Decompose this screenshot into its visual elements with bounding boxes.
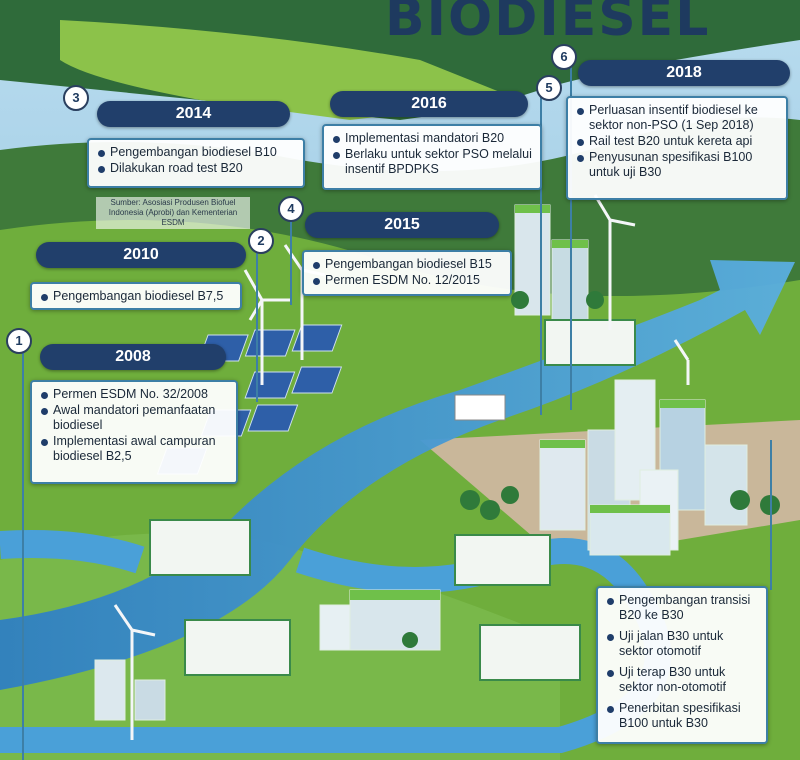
year-pill-2016: 2016 (330, 91, 528, 117)
leader-line (540, 95, 542, 415)
leader-line (256, 252, 258, 402)
milestone-marker-6: 6 (551, 44, 577, 70)
milestone-item: Awal mandatori pemanfaatan biodiesel (40, 403, 228, 433)
milestone-item: Implementasi awal campuran biodiesel B2,… (40, 434, 228, 464)
milestone-card-2018: Perluasan insentif biodiesel ke sektor n… (566, 96, 788, 200)
milestone-marker-2: 2 (248, 228, 274, 254)
milestone-item: Permen ESDM No. 12/2015 (312, 273, 502, 288)
milestone-card-2010: Pengembangan biodiesel B7,5 (30, 282, 242, 310)
milestone-card-2015: Pengembangan biodiesel B15 Permen ESDM N… (302, 250, 512, 296)
milestone-card-b30: Pengembangan transisi B20 ke B30 Uji jal… (596, 586, 768, 744)
year-pill-2008: 2008 (40, 344, 226, 370)
year-pill-2010: 2010 (36, 242, 246, 268)
milestone-item: Implementasi mandatori B20 (332, 131, 532, 146)
milestone-marker-1: 1 (6, 328, 32, 354)
milestone-item: Permen ESDM No. 32/2008 (40, 387, 228, 402)
leader-line (770, 440, 772, 590)
milestone-item: Pengembangan biodiesel B10 (97, 145, 295, 160)
milestone-item: Penyusunan spesifikasi B100 untuk uji B3… (576, 150, 778, 180)
milestone-item: Berlaku untuk sektor PSO melalui insenti… (332, 147, 532, 177)
milestone-item: Uji terap B30 untuk sektor non-otomotif (606, 665, 758, 695)
milestone-item: Perluasan insentif biodiesel ke sektor n… (576, 103, 778, 133)
milestone-card-2008: Permen ESDM No. 32/2008 Awal mandatori p… (30, 380, 238, 484)
page-title: BIODIESEL (385, 0, 711, 48)
leader-line (22, 348, 24, 760)
leader-line (290, 210, 292, 305)
milestone-item: Uji jalan B30 untuk sektor otomotif (606, 629, 758, 659)
milestone-marker-4: 4 (278, 196, 304, 222)
milestone-card-2016: Implementasi mandatori B20 Berlaku untuk… (322, 124, 542, 190)
milestone-item: Pengembangan transisi B20 ke B30 (606, 593, 758, 623)
milestone-item: Dilakukan road test B20 (97, 161, 295, 176)
year-pill-2014: 2014 (97, 101, 290, 127)
year-pill-2018: 2018 (578, 60, 790, 86)
milestone-item: Pengembangan biodiesel B15 (312, 257, 502, 272)
milestone-item: Rail test B20 untuk kereta api (576, 134, 778, 149)
leader-line (570, 60, 572, 410)
milestone-item: Pengembangan biodiesel B7,5 (40, 289, 232, 304)
milestone-card-2014: Pengembangan biodiesel B10 Dilakukan roa… (87, 138, 305, 188)
milestone-item: Penerbitan spesifikasi B100 untuk B30 (606, 701, 758, 731)
milestone-marker-3: 3 (63, 85, 89, 111)
source-note: Sumber: Asosiasi Produsen Biofuel Indone… (96, 197, 250, 229)
year-pill-2015: 2015 (305, 212, 499, 238)
milestone-marker-5: 5 (536, 75, 562, 101)
